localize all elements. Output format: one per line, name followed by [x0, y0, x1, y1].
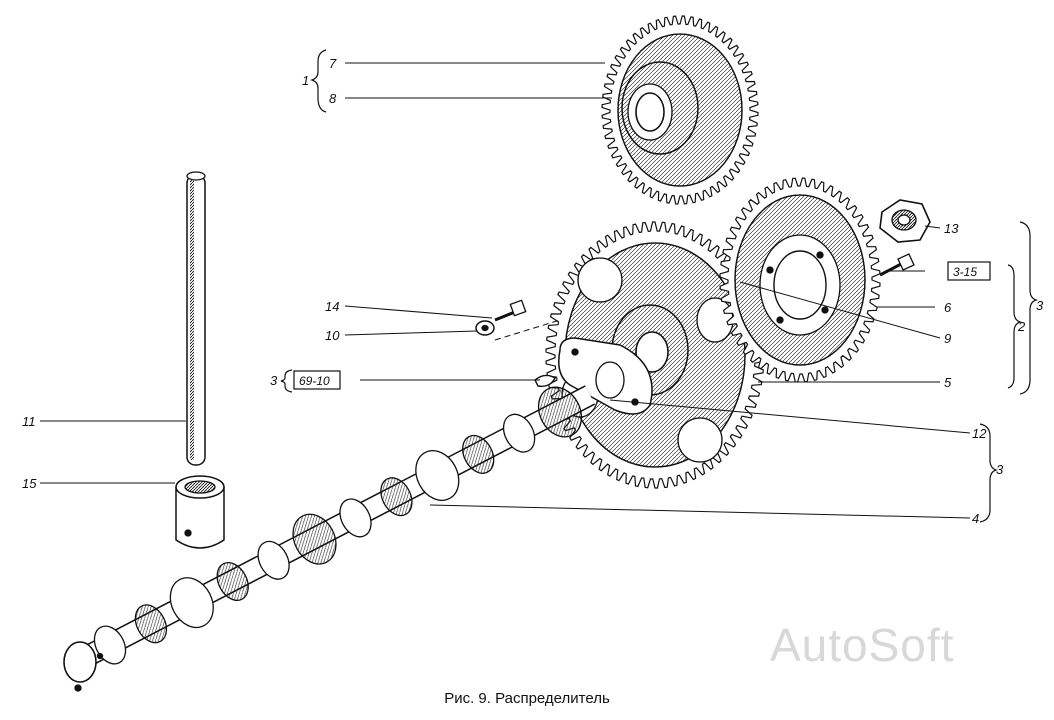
box-69-10: [293, 370, 341, 390]
cam-lobe: [257, 540, 290, 580]
nut-13: [879, 199, 931, 243]
washer-10: [475, 320, 495, 336]
cam-lobe: [462, 434, 495, 474]
callout-69-10: 69-10: [299, 374, 330, 388]
cam-lobe: [292, 513, 337, 565]
brace-1: [310, 49, 327, 113]
callout-1: 1: [302, 73, 309, 88]
thrust-flange-12: [558, 337, 653, 415]
callout-12: 12: [972, 426, 987, 441]
callout-7: 7: [329, 56, 337, 71]
callout-11: 11: [22, 414, 36, 429]
brace-3-lower: [979, 423, 998, 523]
callout-6: 6: [944, 300, 952, 315]
box-3-15: [947, 261, 991, 281]
bolt-14: [494, 299, 527, 322]
callout-4: 4: [972, 511, 979, 526]
callout-3-15: 3-15: [953, 265, 977, 279]
cam-lobe: [339, 498, 372, 538]
callout-14: 14: [325, 299, 339, 314]
callout-8: 8: [329, 91, 337, 106]
leader-lines: [40, 62, 971, 519]
callout-2: 2: [1017, 319, 1026, 334]
callout-3-lower: 3: [996, 462, 1004, 477]
right-gear: [719, 177, 881, 383]
brace-2-3: [1007, 221, 1038, 395]
callout-3-right: 3: [1036, 298, 1044, 313]
bolt-3-15: [879, 253, 915, 277]
top-gear: [601, 15, 759, 205]
watermark: AutoSoft: [770, 619, 955, 671]
figure-caption: Рис. 9. Распределитель: [444, 690, 610, 707]
callout-15: 15: [22, 476, 37, 491]
cam-lobe: [415, 450, 460, 501]
tappet-15: [175, 475, 225, 549]
cam-lobe: [169, 577, 214, 629]
callout-3-left: 3: [270, 373, 278, 388]
callout-10: 10: [325, 328, 340, 343]
large-cam-gear: [545, 221, 765, 489]
callout-5: 5: [944, 375, 952, 390]
brace-3-left: [280, 369, 293, 393]
cam-lobe: [134, 604, 168, 644]
callout-9: 9: [944, 331, 951, 346]
cam-lobe: [216, 562, 249, 601]
cam-lobe: [380, 477, 413, 517]
cam-lobe: [502, 413, 536, 453]
camshaft-4: [63, 385, 596, 692]
key-69-10: [534, 374, 556, 388]
callout-13: 13: [944, 221, 959, 236]
push-rod-11: [186, 171, 206, 466]
cam-lobe: [537, 386, 583, 438]
